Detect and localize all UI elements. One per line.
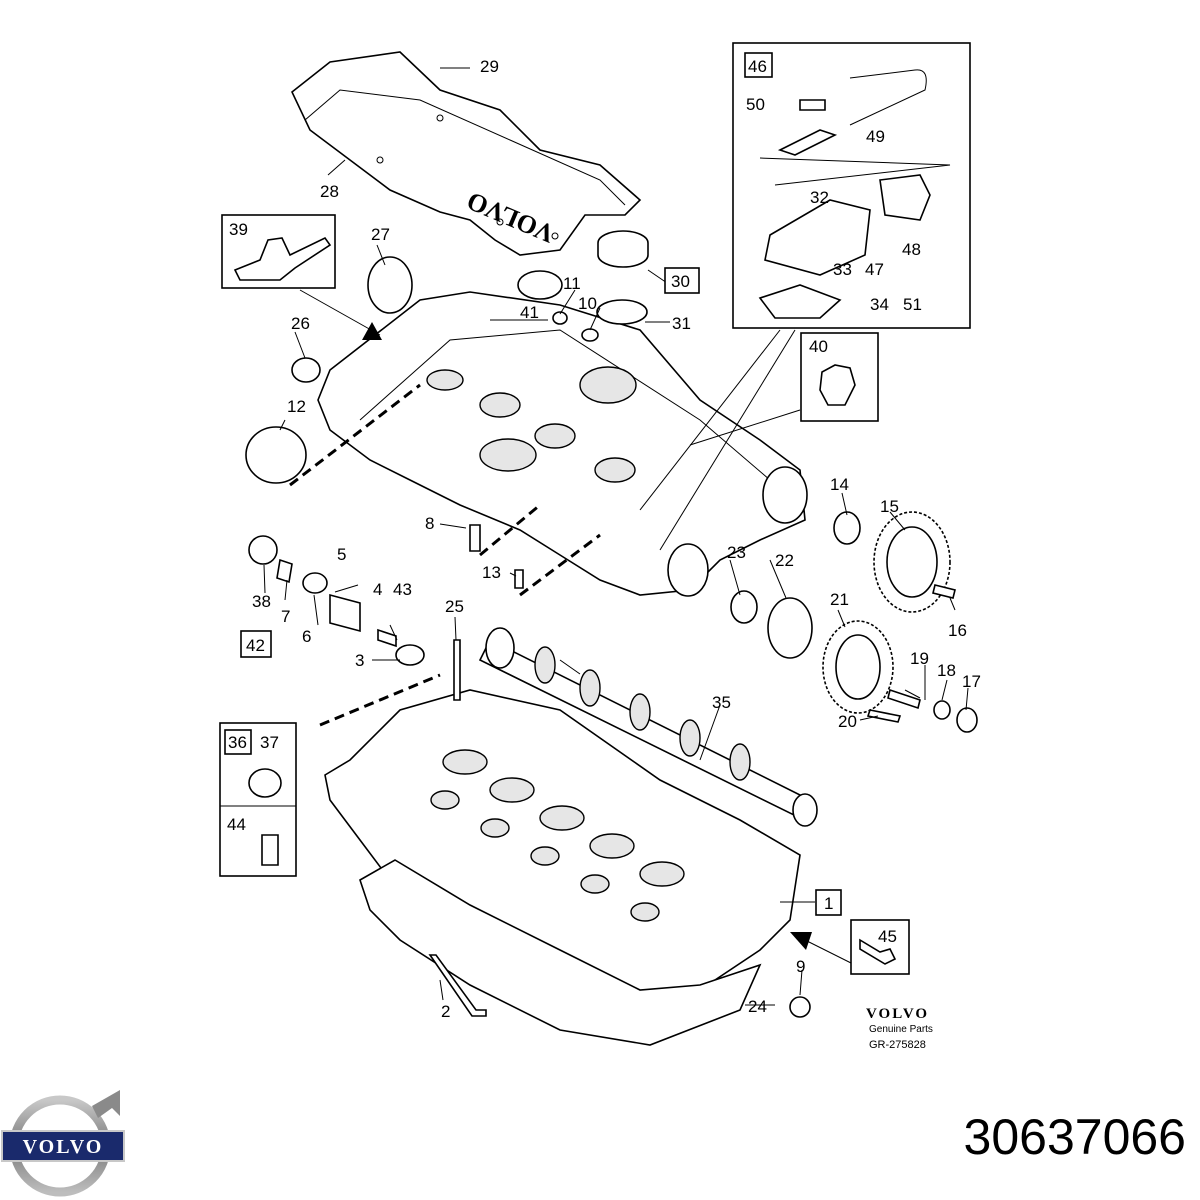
callout-9: 9 bbox=[796, 957, 805, 976]
callout-26: 26 bbox=[291, 314, 310, 333]
callout-30: 30 bbox=[671, 272, 690, 291]
callout-3: 3 bbox=[355, 651, 364, 670]
callout-33: 33 bbox=[833, 260, 852, 279]
label-box-30 bbox=[664, 267, 700, 294]
camshaft-part bbox=[478, 627, 818, 827]
logo-text: VOLVO bbox=[23, 1136, 104, 1158]
inset-box-36-44 bbox=[219, 722, 297, 877]
callout-27: 27 bbox=[371, 225, 390, 244]
callout-37: 37 bbox=[260, 733, 279, 752]
callout-44: 44 bbox=[227, 815, 246, 834]
callout-40: 40 bbox=[809, 337, 828, 356]
seal-parts bbox=[245, 230, 649, 484]
callout-32: 32 bbox=[810, 188, 829, 207]
callout-51: 51 bbox=[903, 295, 922, 314]
callout-13: 13 bbox=[482, 563, 501, 582]
alignment-dashes bbox=[289, 383, 601, 727]
callout-5: 5 bbox=[337, 545, 346, 564]
callout-36: 36 bbox=[228, 733, 247, 752]
diagram-brand-line1: Genuine Parts bbox=[869, 1024, 933, 1035]
callout-2: 2 bbox=[441, 1002, 450, 1021]
callout-48: 48 bbox=[902, 240, 921, 259]
callout-35: 35 bbox=[712, 693, 731, 712]
valve-train-parts bbox=[248, 524, 811, 1018]
callout-12: 12 bbox=[287, 397, 306, 416]
callout-24: 24 bbox=[748, 997, 767, 1016]
camshaft-carrier-part bbox=[317, 291, 808, 597]
callout-16: 16 bbox=[948, 621, 967, 640]
label-box-42 bbox=[240, 630, 272, 658]
inset-box-45 bbox=[850, 919, 910, 975]
callout-22: 22 bbox=[775, 551, 794, 570]
callout-28: 28 bbox=[320, 182, 339, 201]
callout-43: 43 bbox=[393, 580, 412, 599]
callout-8: 8 bbox=[425, 514, 434, 533]
callout-39: 39 bbox=[229, 220, 248, 239]
callout-50: 50 bbox=[746, 95, 765, 114]
diagram-brand-block: VOLVO Genuine Parts GR-275828 bbox=[866, 1006, 933, 1051]
callout-46: 46 bbox=[748, 57, 767, 76]
callout-4: 4 bbox=[373, 580, 382, 599]
callout-41: 41 bbox=[520, 303, 539, 322]
inset-box-40 bbox=[800, 332, 879, 422]
label-box-1 bbox=[815, 889, 842, 916]
pointer-arrows bbox=[299, 289, 856, 966]
callout-11: 11 bbox=[563, 274, 581, 293]
volvo-iron-mark-icon: VOLVO bbox=[1, 1090, 125, 1197]
callout-14: 14 bbox=[830, 475, 849, 494]
callout-20: 20 bbox=[838, 712, 857, 731]
timing-gears bbox=[730, 511, 978, 733]
callout-17: 17 bbox=[962, 672, 981, 691]
callout-7: 7 bbox=[281, 607, 290, 626]
callout-19: 19 bbox=[910, 649, 929, 668]
diagram-brand-line2: GR-275828 bbox=[869, 1039, 926, 1051]
callout-38: 38 bbox=[252, 592, 271, 611]
callout-45: 45 bbox=[878, 927, 897, 946]
diagram-brand-name: VOLVO bbox=[866, 1006, 929, 1022]
callout-10: 10 bbox=[578, 294, 597, 313]
inset-box-46 bbox=[732, 42, 971, 329]
callout-34: 34 bbox=[870, 295, 889, 314]
callout-18: 18 bbox=[937, 661, 956, 680]
callout-21: 21 bbox=[830, 590, 849, 609]
callout-25: 25 bbox=[445, 597, 464, 616]
callout-labels: 29 28 39 27 26 12 11 41 10 30 31 46 50 4… bbox=[227, 57, 981, 1021]
valve-cover-part: VOLVO bbox=[291, 51, 642, 256]
callout-15: 15 bbox=[880, 497, 899, 516]
callout-23: 23 bbox=[727, 543, 746, 562]
callout-31: 31 bbox=[672, 314, 691, 333]
cylinder-head-part bbox=[324, 689, 801, 1046]
callout-49: 49 bbox=[866, 127, 885, 146]
callout-42: 42 bbox=[246, 636, 265, 655]
callout-6: 6 bbox=[302, 627, 311, 646]
callout-47: 47 bbox=[865, 260, 884, 279]
callout-1: 1 bbox=[824, 894, 833, 913]
inset-box-39 bbox=[221, 214, 336, 289]
part-number: 30637066 bbox=[963, 1109, 1186, 1165]
callout-29: 29 bbox=[480, 57, 499, 76]
